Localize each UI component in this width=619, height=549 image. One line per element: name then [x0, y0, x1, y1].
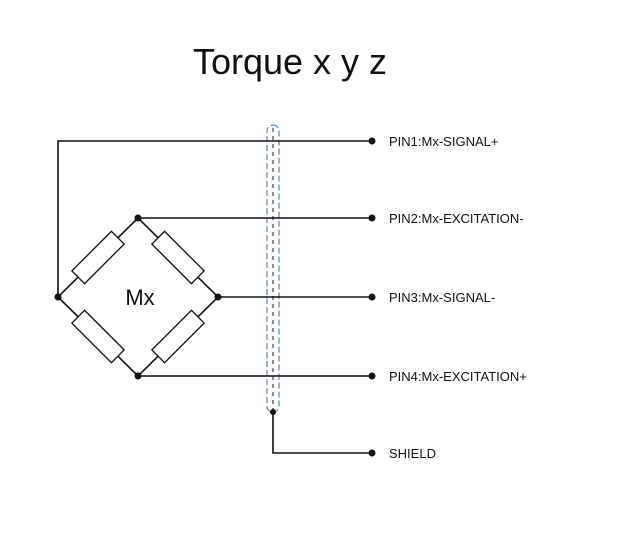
pin-labels: PIN1:Mx-SIGNAL+ PIN2:Mx-EXCITATION- PIN3…	[389, 134, 527, 461]
pin-label-pin2: PIN2:Mx-EXCITATION-	[389, 211, 524, 226]
wheatstone-bridge: Mx	[54, 214, 222, 380]
resistor-top-left	[70, 230, 126, 285]
pin-label-pin4: PIN4:Mx-EXCITATION+	[389, 369, 527, 384]
terminals	[368, 137, 376, 457]
resistor-bottom-right	[150, 309, 206, 364]
wire-pin1	[57, 140, 373, 298]
cable-shield	[266, 124, 280, 415]
resistor-top-right	[150, 230, 206, 285]
pin-label-pin1: PIN1:Mx-SIGNAL+	[389, 134, 498, 149]
pin-label-pin3: PIN3:Mx-SIGNAL-	[389, 290, 495, 305]
diagram-title: Torque x y z	[193, 41, 387, 82]
wires	[57, 140, 373, 454]
terminal-pin4	[368, 372, 376, 380]
resistor-bottom-left	[70, 309, 126, 364]
terminal-pin1	[368, 137, 376, 145]
wire-shield	[272, 411, 373, 454]
terminal-pin3	[368, 293, 376, 301]
pin-label-shield: SHIELD	[389, 446, 436, 461]
terminal-shield	[368, 449, 376, 457]
terminal-pin2	[368, 214, 376, 222]
bridge-label: Mx	[125, 285, 154, 310]
